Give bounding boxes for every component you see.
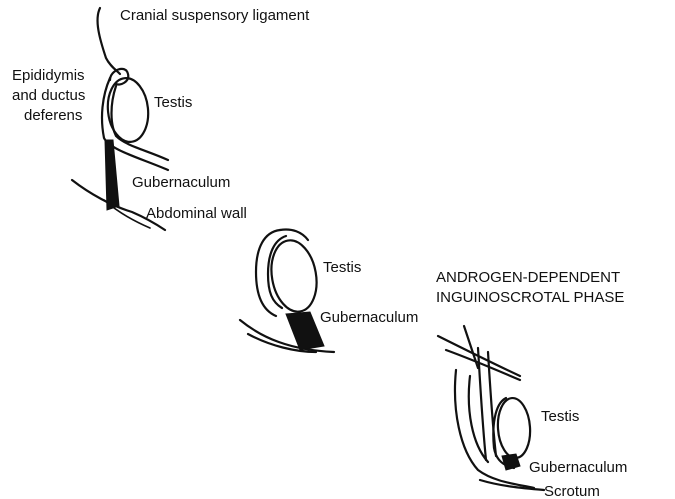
label-testis-2: Testis xyxy=(323,259,361,276)
label-gubernaculum-3: Gubernaculum xyxy=(529,459,627,476)
label-gubernaculum-1: Gubernaculum xyxy=(132,174,230,191)
label-phase-line2: INGUINOSCROTAL PHASE xyxy=(436,289,624,306)
cranial-suspensory-ligament xyxy=(98,8,120,74)
gubernaculum-2-bulb xyxy=(286,312,324,350)
gubernaculum-1-cord xyxy=(105,140,119,210)
label-testis-3: Testis xyxy=(541,408,579,425)
label-scrotum: Scrotum xyxy=(544,483,600,499)
label-epididymis-line1: Epididymis xyxy=(12,67,85,84)
scrotum-line xyxy=(480,480,544,490)
processus-top xyxy=(280,229,308,240)
label-testis-1: Testis xyxy=(154,94,192,111)
label-epididymis-line3: deferens xyxy=(24,107,82,124)
inguinal-wall-lower xyxy=(446,350,520,380)
testis-3 xyxy=(496,397,532,459)
gubernaculum-3-knot xyxy=(502,454,520,470)
label-abdominal-wall: Abdominal wall xyxy=(146,205,247,222)
testis-2 xyxy=(266,237,322,316)
label-phase-line1: ANDROGEN-DEPENDENT xyxy=(436,269,620,286)
inguinal-wall-cross xyxy=(464,326,478,368)
stage-2-drawing xyxy=(240,229,334,352)
label-epididymis-line2: and ductus xyxy=(12,87,85,104)
label-cranial-suspensory-ligament: Cranial suspensory ligament xyxy=(120,7,310,24)
epididymis-cap xyxy=(110,69,128,85)
stage-1-drawing xyxy=(72,8,168,230)
label-gubernaculum-2: Gubernaculum xyxy=(320,309,418,326)
